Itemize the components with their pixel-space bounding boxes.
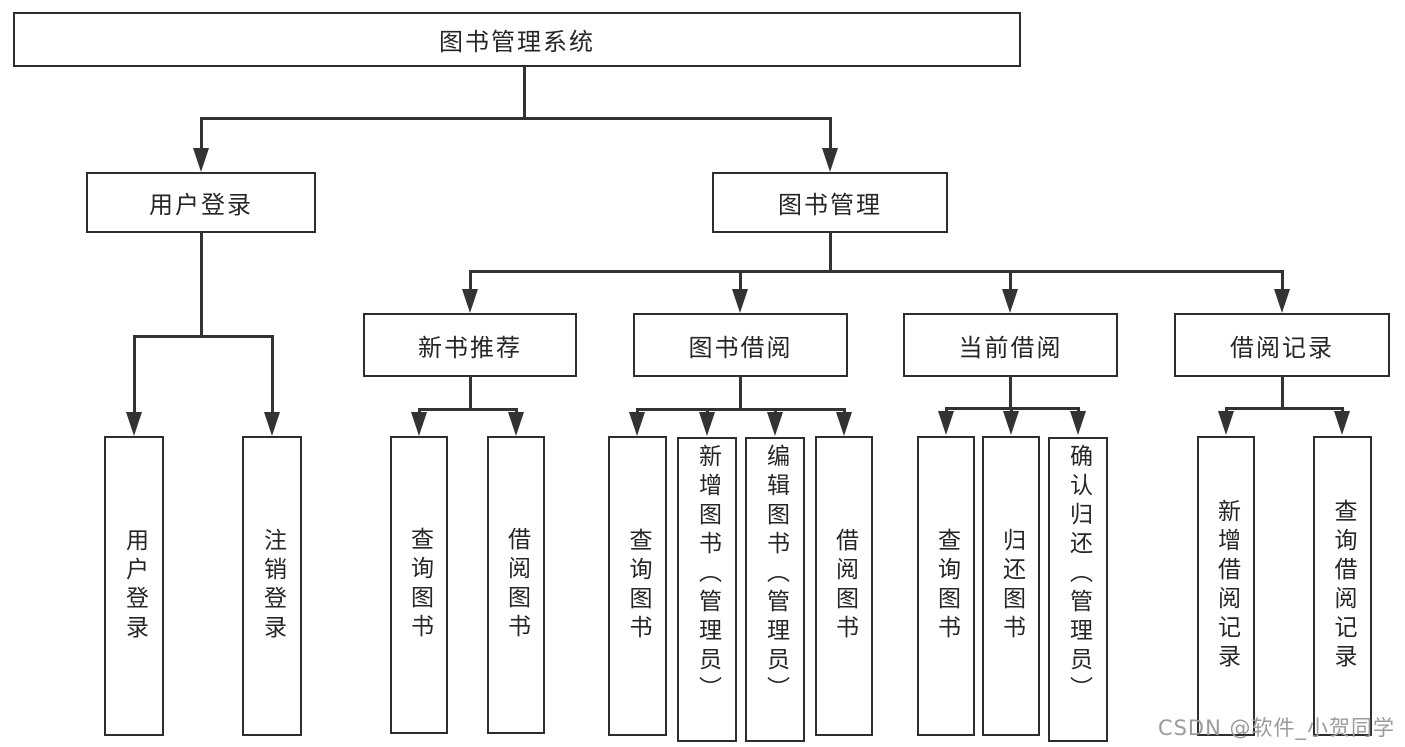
- arrow-to-bb-borrow: [836, 412, 852, 436]
- node-borrow-records: 借阅记录: [1174, 313, 1390, 377]
- arrow-to-leaf-logout: [264, 412, 280, 436]
- arrow-to-cb-return: [1003, 411, 1019, 435]
- arrow-to-br-query: [1334, 411, 1350, 435]
- node-user-login: 用户登录: [86, 172, 316, 233]
- connector-to-borrow-records: [1281, 270, 1284, 295]
- arrow-to-br-add: [1218, 411, 1234, 435]
- connector-borrow-records-branch: [1225, 407, 1344, 410]
- node-new-book-recommend-label: 新书推荐: [418, 333, 522, 362]
- leaf-bb-borrow-books-label: 借阅图书: [831, 528, 858, 644]
- node-user-login-label: 用户登录: [149, 191, 253, 219]
- arrow-to-new-book-recommend: [462, 289, 478, 313]
- leaf-user-login: 用户登录: [104, 436, 164, 736]
- arrow-to-current-borrow: [1002, 289, 1018, 313]
- leaf-nr-borrow-books-label: 借阅图书: [503, 527, 530, 643]
- connector-root-branch: [200, 117, 832, 120]
- node-current-borrow: 当前借阅: [903, 313, 1118, 377]
- node-current-borrow-label: 当前借阅: [958, 333, 1063, 362]
- connector-new-book-recommend-stem: [469, 377, 472, 411]
- leaf-bb-edit-books-label: 编辑图书（管理员）: [762, 444, 789, 705]
- arrow-to-bb-query: [629, 412, 645, 436]
- node-book-management-label: 图书管理: [778, 191, 882, 219]
- leaf-br-query-record-label: 查询借阅记录: [1330, 499, 1356, 673]
- leaf-user-login-label: 用户登录: [121, 528, 148, 644]
- connector-to-book-borrow: [739, 270, 742, 295]
- leaf-br-query-record: 查询借阅记录: [1313, 436, 1372, 736]
- leaf-nr-borrow-books: 借阅图书: [487, 436, 545, 734]
- leaf-bb-query-books: 查询图书: [608, 436, 667, 736]
- arrow-to-user-login: [193, 148, 209, 172]
- leaf-nr-query-books-label: 查询图书: [406, 527, 433, 643]
- arrow-to-nr-query: [411, 412, 427, 436]
- connector-user-login-branch: [133, 335, 274, 338]
- node-book-borrow-label: 图书借阅: [688, 333, 793, 362]
- node-root: 图书管理系统: [13, 12, 1021, 67]
- node-new-book-recommend: 新书推荐: [363, 313, 577, 377]
- leaf-bb-query-books-label: 查询图书: [625, 528, 651, 644]
- leaf-cb-query-books-label: 查询图书: [933, 528, 960, 644]
- arrow-to-cb-query: [938, 411, 954, 435]
- connector-new-book-recommend-branch: [418, 408, 518, 411]
- arrow-to-cb-confirm: [1070, 411, 1086, 435]
- connector-book-management-branch: [469, 270, 1284, 273]
- leaf-nr-query-books: 查询图书: [390, 436, 448, 734]
- node-book-management: 图书管理: [712, 172, 948, 233]
- connector-to-new-book-recommend: [469, 270, 472, 295]
- connector-to-leaf-logout: [271, 335, 274, 418]
- connector-borrow-records-stem: [1281, 377, 1284, 410]
- watermark: CSDN @软件_小贺同学: [1157, 716, 1395, 740]
- connector-book-management-stem: [829, 233, 832, 273]
- arrow-to-borrow-records: [1274, 289, 1290, 313]
- leaf-bb-edit-books: 编辑图书（管理员）: [745, 437, 805, 742]
- connector-to-leaf-user-login: [133, 335, 136, 418]
- leaf-br-add-record-label: 新增借阅记录: [1213, 499, 1240, 673]
- leaf-cb-query-books: 查询图书: [917, 436, 975, 736]
- leaf-bb-add-books: 新增图书（管理员）: [677, 437, 737, 742]
- node-root-label: 图书管理系统: [439, 28, 595, 56]
- connector-root-to-user-login: [200, 117, 203, 150]
- arrow-to-bb-edit: [767, 412, 783, 436]
- connector-to-current-borrow: [1009, 270, 1012, 295]
- node-book-borrow: 图书借阅: [633, 313, 848, 377]
- connector-book-borrow-branch: [636, 408, 846, 411]
- leaf-logout: 注销登录: [242, 436, 302, 736]
- connector-book-borrow-stem: [739, 377, 742, 411]
- connector-user-login-stem: [200, 233, 203, 338]
- arrow-to-leaf-user-login: [126, 412, 142, 436]
- arrow-to-nr-borrow: [508, 412, 524, 436]
- connector-current-borrow-stem: [1009, 377, 1012, 410]
- leaf-logout-label: 注销登录: [259, 528, 286, 644]
- arrow-to-book-management: [822, 148, 838, 172]
- leaf-bb-borrow-books: 借阅图书: [815, 436, 873, 736]
- connector-root-stem: [523, 67, 526, 120]
- arrow-to-bb-add: [699, 412, 715, 436]
- leaf-cb-return-books-label: 归还图书: [998, 528, 1025, 644]
- leaf-bb-add-books-label: 新增图书（管理员）: [694, 444, 721, 705]
- arrow-to-book-borrow: [732, 289, 748, 313]
- leaf-br-add-record: 新增借阅记录: [1197, 436, 1255, 736]
- connector-root-to-book-management: [829, 117, 832, 150]
- leaf-cb-return-books: 归还图书: [982, 436, 1040, 736]
- node-borrow-records-label: 借阅记录: [1230, 333, 1334, 362]
- leaf-cb-confirm-return-label: 确认归还（管理员）: [1065, 444, 1092, 705]
- leaf-cb-confirm-return: 确认归还（管理员）: [1048, 437, 1108, 742]
